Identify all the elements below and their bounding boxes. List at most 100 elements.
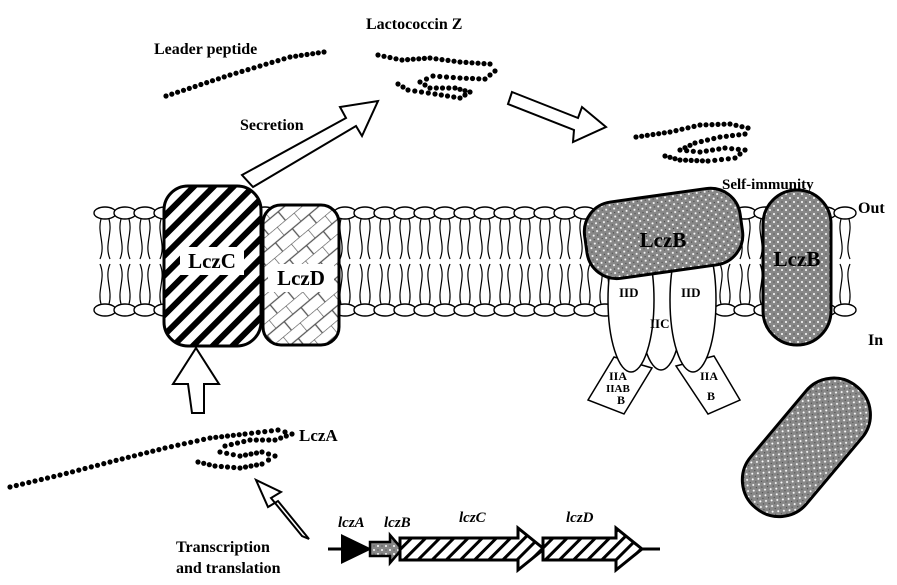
lactococcin-bound-bead: [742, 147, 747, 152]
lipid-tail: [500, 219, 502, 259]
lcza-bead: [182, 441, 187, 446]
lipid-tail: [108, 219, 110, 259]
lipid-tail: [460, 264, 462, 304]
lipid-head-out: [474, 207, 496, 219]
lactococcin-bound-bead: [672, 156, 677, 161]
lcza-bead: [39, 477, 44, 482]
lcza-bead: [138, 452, 143, 457]
lactococcin-bead: [457, 87, 462, 92]
secretion-arrow: [242, 101, 378, 187]
lcza-bead: [248, 463, 253, 468]
iiab-right-label-b: B: [707, 389, 715, 403]
lcza-bead: [266, 451, 271, 456]
leader-peptide-bead: [233, 71, 238, 76]
iid-right-label: IID: [681, 285, 701, 300]
lipid-tail: [400, 219, 402, 259]
lipid-tail: [728, 264, 730, 304]
lcza-bead: [212, 463, 217, 468]
gene-lcza-arrow: [341, 534, 372, 564]
lipid-tail: [560, 219, 562, 259]
gene-lcza-label: lczA: [338, 515, 365, 531]
leader-peptide-bead: [193, 84, 198, 89]
lipid-head-out: [434, 207, 456, 219]
lcza-bead: [76, 468, 81, 473]
lipid-tail: [360, 264, 362, 304]
lactococcin-bound-bead: [715, 122, 720, 127]
lactococcin-bound-bead: [726, 156, 731, 161]
lactococcin-bead: [419, 89, 424, 94]
lcza-bead: [231, 465, 236, 470]
lipid-head-in: [454, 304, 476, 316]
lactococcin-bound-bead: [721, 122, 726, 127]
lipid-head-in: [834, 304, 856, 316]
lcza-bead: [213, 435, 218, 440]
lipid-head-in: [374, 304, 396, 316]
lactococcin-bead: [487, 72, 492, 77]
lcza-bead: [57, 472, 62, 477]
lcza-bead: [241, 439, 246, 444]
leader-peptide-bead: [275, 58, 280, 63]
leader-peptide-bead: [227, 72, 232, 77]
lipid-tail: [368, 219, 370, 259]
lactococcin-bead: [437, 74, 442, 79]
lactococcin-bead: [427, 55, 432, 60]
lipid-tail: [848, 264, 850, 304]
lcza-bead: [32, 478, 37, 483]
lcza-bead: [201, 437, 206, 442]
lactococcin-bound-bead: [677, 147, 682, 152]
lipid-tail: [128, 219, 130, 259]
lipid-head-out: [394, 207, 416, 219]
lactococcin-bead: [476, 76, 481, 81]
lipid-tail: [540, 219, 542, 259]
out-label: Out: [858, 200, 885, 217]
lactococcin-bound-bead: [699, 139, 704, 144]
lipid-tail: [160, 219, 162, 259]
lipid-head-in: [434, 304, 456, 316]
lactococcin-bead: [492, 68, 497, 73]
lactococcin-bound-bead: [691, 149, 696, 154]
lactococcin-bound-bead: [736, 147, 741, 152]
lactococcin-bound-bead: [733, 123, 738, 128]
lcza-bead: [266, 437, 271, 442]
lipid-tail: [120, 264, 122, 304]
leader-peptide-bead: [299, 53, 304, 58]
lactococcin-bead: [405, 87, 410, 92]
leader-peptide-bead: [181, 88, 186, 93]
lcza-bead: [272, 437, 277, 442]
lactococcin-bead: [400, 84, 405, 89]
lactococcin-bound-bead: [722, 145, 727, 150]
lcza-bead: [219, 464, 224, 469]
lcza-bead: [231, 433, 236, 438]
lcza-bead: [20, 481, 25, 486]
lipid-tail: [428, 219, 430, 259]
lipid-tail: [420, 219, 422, 259]
lipid-tail: [580, 264, 582, 304]
lcza-bead: [259, 449, 264, 454]
lipid-head-in: [714, 304, 736, 316]
lipid-tail: [500, 264, 502, 304]
lipid-tail: [100, 219, 102, 259]
transcription-arrow: [256, 480, 309, 539]
lactococcin-bound-bead: [724, 134, 729, 139]
lipid-tail: [448, 264, 450, 304]
lcza-bead: [247, 437, 252, 442]
lactococcin-bead: [439, 92, 444, 97]
lcza-bead: [195, 459, 200, 464]
lcza-bead: [101, 461, 106, 466]
lipid-head-out: [554, 207, 576, 219]
lcza-bead: [237, 465, 242, 470]
lipid-tail: [840, 264, 842, 304]
lipid-head-out: [134, 207, 156, 219]
lcza-bead: [188, 440, 193, 445]
lactococcin-bead: [405, 57, 410, 62]
lactococcin-bead: [416, 56, 421, 61]
lactococcin-bead: [381, 54, 386, 59]
lcza-bead: [175, 443, 180, 448]
lipid-tail: [520, 264, 522, 304]
lcza-bead: [272, 453, 277, 458]
iid-left-label: IID: [619, 285, 639, 300]
lactococcin-bead: [399, 57, 404, 62]
lactococcin-bead: [393, 56, 398, 61]
lcza-bead: [248, 451, 253, 456]
lactococcin-bound-bead: [691, 124, 696, 129]
